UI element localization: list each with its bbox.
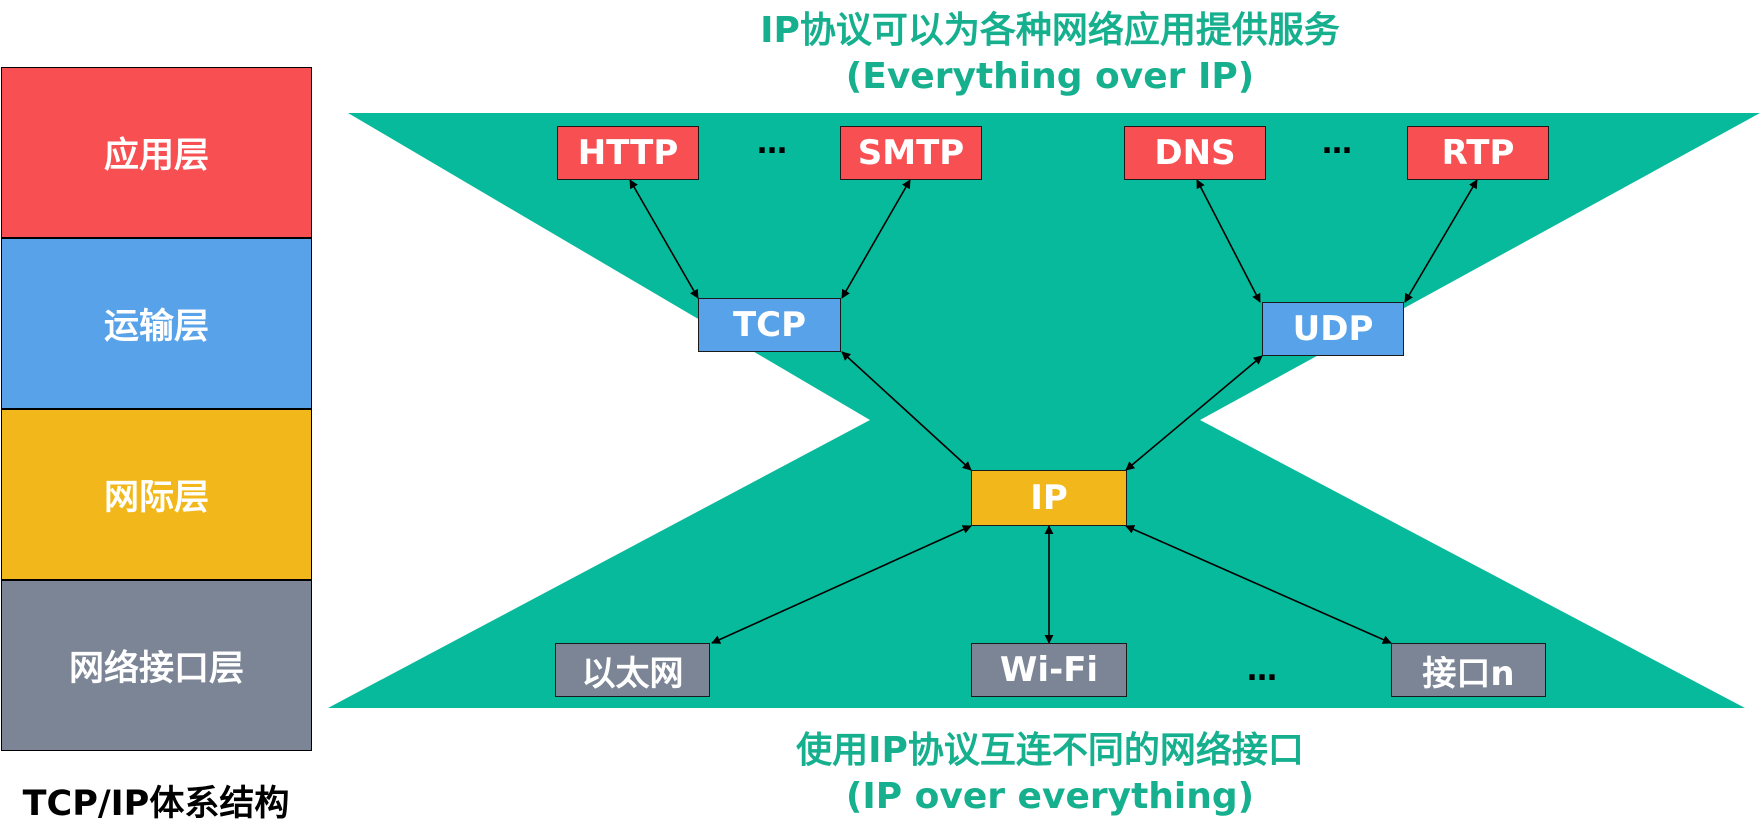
arrow-http-tcp bbox=[629, 179, 699, 299]
layer-application-label: 应用层 bbox=[103, 136, 209, 176]
layer-internet: 网际层 bbox=[1, 409, 312, 580]
interface-n: 接口n bbox=[1391, 643, 1546, 697]
protocol-ip: IP bbox=[971, 470, 1127, 526]
arrow-rtp-udp bbox=[1404, 179, 1478, 303]
protocol-smtp: SMTP bbox=[840, 126, 982, 180]
interface-wifi: Wi-Fi bbox=[971, 643, 1127, 697]
arrow-udp-ip bbox=[1125, 355, 1263, 471]
arrow-smtp-tcp bbox=[841, 179, 911, 299]
layer-internet-label: 网际层 bbox=[103, 478, 209, 518]
protocol-tcp: TCP bbox=[698, 298, 841, 352]
layer-network-interface-label: 网络接口层 bbox=[68, 649, 244, 689]
layer-network-interface: 网络接口层 bbox=[1, 580, 312, 751]
top-heading-line1: IP协议可以为各种网络应用提供服务 bbox=[760, 10, 1340, 51]
stack-caption: TCP/IP体系结构 bbox=[22, 784, 290, 824]
bottom-heading-line1: 使用IP协议互连不同的网络接口 bbox=[796, 730, 1304, 771]
layer-application: 应用层 bbox=[1, 67, 312, 238]
arrow-ip-interface-n bbox=[1125, 525, 1392, 644]
top-heading: IP协议可以为各种网络应用提供服务 (Everything over IP) bbox=[700, 8, 1400, 100]
arrow-dns-udp bbox=[1196, 179, 1261, 303]
bottom-heading: 使用IP协议互连不同的网络接口 (IP over everything) bbox=[700, 728, 1400, 820]
app-ellipsis-right: … bbox=[1322, 126, 1352, 161]
protocol-udp: UDP bbox=[1262, 302, 1404, 356]
protocol-http: HTTP bbox=[557, 126, 699, 180]
bottom-heading-line2: (IP over everything) bbox=[845, 776, 1255, 817]
arrow-tcp-ip bbox=[841, 351, 972, 471]
interface-ethernet: 以太网 bbox=[555, 643, 710, 697]
protocol-dns: DNS bbox=[1124, 126, 1266, 180]
top-heading-line2: (Everything over IP) bbox=[845, 56, 1255, 97]
protocol-rtp: RTP bbox=[1407, 126, 1549, 180]
arrow-ip-ethernet bbox=[711, 525, 972, 644]
interface-ellipsis: … bbox=[1247, 653, 1277, 688]
app-ellipsis-left: … bbox=[757, 126, 787, 161]
layer-transport: 运输层 bbox=[1, 238, 312, 409]
layer-transport-label: 运输层 bbox=[103, 307, 209, 347]
